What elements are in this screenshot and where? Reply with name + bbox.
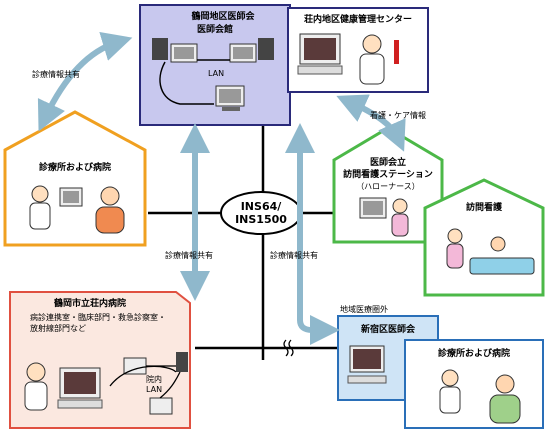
shinjuku-title: 新宿区医師会 bbox=[361, 323, 416, 335]
computer-icon bbox=[347, 345, 387, 384]
patient-icon bbox=[489, 374, 521, 424]
computer-icon bbox=[59, 187, 83, 207]
hospital-sub-1: 病診連携室・臨床部門・救急診察室・ bbox=[30, 312, 166, 322]
clinic-top-node: 診療所および病院 bbox=[3, 110, 147, 247]
health-center-title: 荘内地区健康管理センター bbox=[304, 13, 412, 25]
network-label-1: INS64/ bbox=[241, 200, 283, 213]
nursing-title-3: （ハローナース） bbox=[356, 182, 420, 191]
patient-icon bbox=[95, 186, 125, 234]
association-title-1: 鶴岡地区医師会 bbox=[191, 10, 255, 22]
flow-label-nursing: 看護・ケア情報 bbox=[370, 110, 426, 120]
home-visit-node: 訪問看護 bbox=[423, 178, 545, 297]
doctor-icon bbox=[24, 362, 48, 411]
nursing-title-1: 医師会立 bbox=[370, 156, 406, 168]
clinic-bottom-title: 診療所および病院 bbox=[438, 347, 510, 359]
hospital-title: 鶴岡市立荘内病院 bbox=[54, 297, 126, 309]
association-title-2: 医師会館 bbox=[197, 23, 233, 35]
home-visit-title: 訪問看護 bbox=[466, 201, 503, 213]
nurse-icon bbox=[446, 228, 464, 269]
flow-label-top-left: 診療情報共有 bbox=[32, 69, 80, 79]
arrow-nursing bbox=[336, 94, 406, 152]
patient-in-bed-icon bbox=[469, 236, 535, 275]
computer-icon bbox=[152, 38, 198, 63]
health-center-node: 荘内地区健康管理センター bbox=[287, 7, 429, 93]
computer-icon bbox=[149, 397, 173, 415]
hospital-sub-2: 放射線部門など bbox=[30, 323, 86, 333]
computer-icon bbox=[359, 197, 387, 219]
computer-icon bbox=[297, 33, 343, 75]
hospital-node: 鶴岡市立荘内病院 病診連携室・臨床部門・救急診察室・ 放射線部門など 院内 LA… bbox=[9, 291, 191, 429]
medical-association-node: 鶴岡地区医師会 医師会館 LAN bbox=[139, 4, 291, 126]
flow-label-center-right: 診療情報共有 bbox=[270, 250, 318, 260]
nurse-icon bbox=[391, 198, 409, 237]
clinic-top-title: 診療所および病院 bbox=[39, 161, 111, 173]
computer-icon bbox=[215, 85, 245, 111]
doctor-icon bbox=[359, 34, 399, 85]
hospital-lan-cable bbox=[109, 365, 181, 399]
arrow-top-left bbox=[37, 31, 133, 132]
computer-icon bbox=[57, 367, 103, 409]
nursing-title-2: 訪問看護ステーション bbox=[343, 168, 433, 180]
flow-label-center-left: 診療情報共有 bbox=[165, 250, 213, 260]
clinic-bottom-node: 診療所および病院 bbox=[404, 339, 544, 429]
hospital-lan-2: LAN bbox=[146, 385, 162, 394]
shinjuku-region-label: 地域医療圏外 bbox=[340, 304, 388, 314]
arrow-center-right bbox=[285, 123, 340, 345]
hospital-lan-1: 院内 bbox=[146, 374, 162, 384]
nursing-station-node: 医師会立 訪問看護ステーション （ハローナース） bbox=[332, 126, 444, 244]
network-hub: INS64/ INS1500 bbox=[220, 191, 302, 235]
association-lan-label: LAN bbox=[208, 69, 224, 78]
network-label-2: INS1500 bbox=[235, 213, 287, 226]
flow-arrows bbox=[37, 31, 406, 345]
server-icon bbox=[176, 352, 188, 372]
doctor-icon bbox=[29, 185, 51, 230]
lan-cable bbox=[159, 61, 214, 105]
doctor-icon bbox=[439, 369, 461, 414]
computer-icon bbox=[229, 38, 274, 63]
